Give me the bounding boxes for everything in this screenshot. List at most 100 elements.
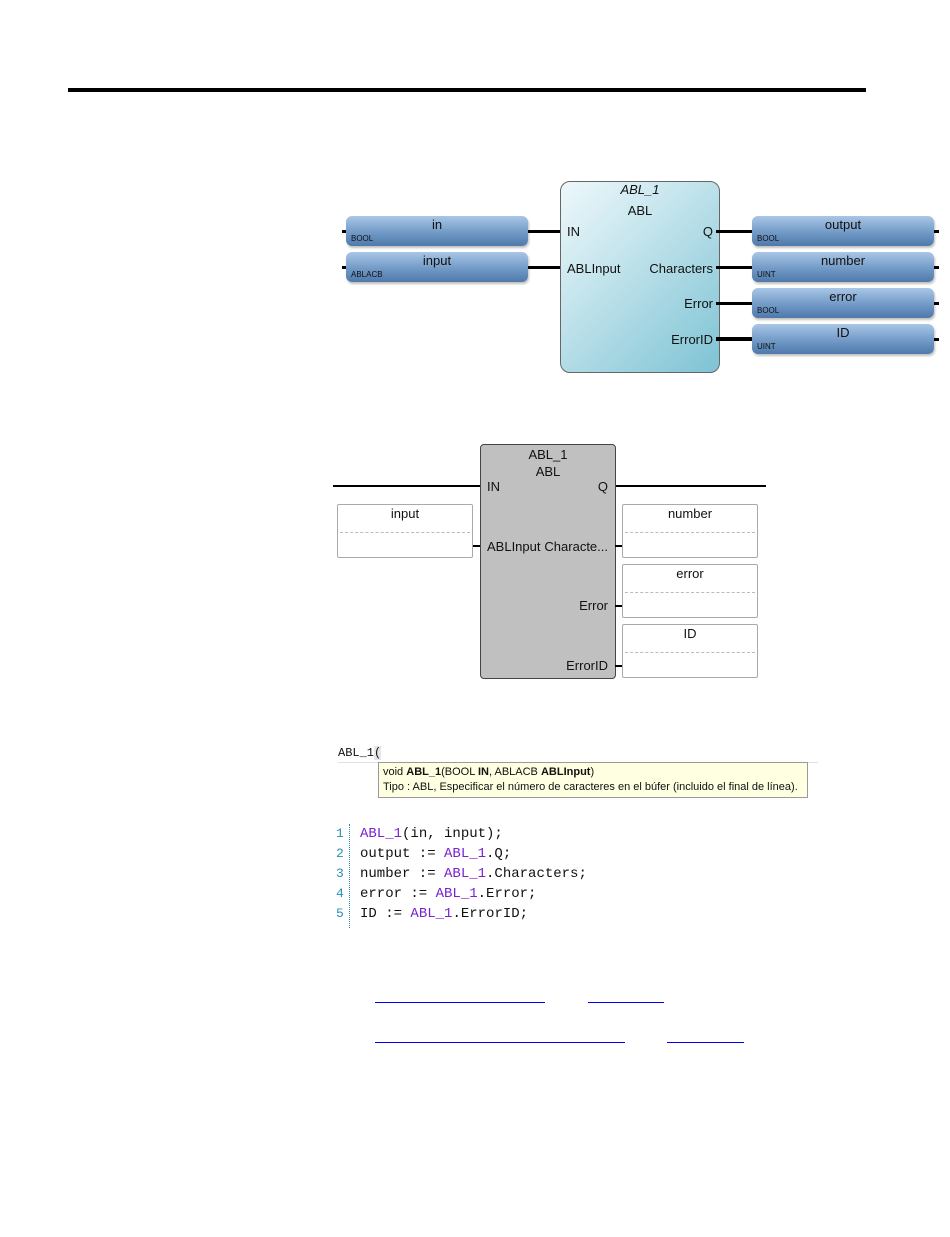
ld-var-id[interactable]: ID — [622, 624, 758, 678]
fbd-var-input[interactable]: input ABLACB — [346, 252, 528, 282]
pin-error: Error — [684, 296, 713, 311]
divider — [340, 532, 470, 533]
wire — [716, 302, 752, 305]
pin-in: IN — [487, 479, 500, 494]
code-instance: ABL_1 — [444, 866, 487, 882]
sig-close: ) — [590, 766, 595, 778]
var-name: in — [431, 217, 443, 232]
link-underline[interactable] — [588, 1002, 664, 1003]
link-underline[interactable] — [375, 1002, 545, 1003]
wire — [615, 665, 623, 667]
var-name: input — [422, 253, 452, 268]
block-type-name: ABL — [627, 203, 653, 218]
code-text: output := — [360, 846, 445, 862]
var-name: number — [820, 253, 866, 268]
code-instance: ABL_1 — [410, 906, 453, 922]
wire-stub — [934, 338, 939, 341]
divider — [625, 652, 755, 653]
tooltip-description: Tipo : ABL, Especificar el número de car… — [383, 781, 798, 793]
pin-q: Q — [702, 224, 713, 239]
var-name: ID — [683, 626, 697, 641]
line-number: 5 — [336, 906, 344, 921]
line-number: 3 — [336, 866, 344, 881]
wire — [716, 337, 752, 341]
rung-wire — [333, 485, 480, 487]
wire — [716, 266, 752, 269]
block-type-name: ABL — [535, 464, 561, 479]
wire-stub — [934, 230, 939, 233]
line-number: 1 — [336, 826, 344, 841]
code-text: .Q; — [486, 846, 512, 862]
code-text: error := — [360, 886, 436, 902]
sig-void: void — [383, 766, 407, 778]
code-line[interactable]: 1 ABL_1(in, input); — [336, 824, 587, 844]
code-text: number := — [360, 866, 445, 882]
wire — [473, 545, 481, 547]
block-instance-name: ABL_1 — [620, 182, 660, 197]
code-text: .Characters; — [486, 866, 587, 882]
sig-name: ABL_1 — [406, 766, 442, 778]
code-instance: ABL_1 — [435, 886, 478, 902]
top-rule — [68, 88, 866, 92]
ld-var-number[interactable]: number — [622, 504, 758, 558]
ld-function-block[interactable]: ABL_1 ABL IN ABLInput Q Characte... Erro… — [480, 444, 616, 679]
link-underline[interactable] — [667, 1042, 744, 1043]
link-underline[interactable] — [375, 1042, 625, 1043]
wire — [528, 230, 566, 233]
code-text: ID := — [360, 906, 411, 922]
code-line[interactable]: 4 error := ABL_1.Error; — [336, 884, 587, 904]
tooltip-signature: void ABL_1(BOOL IN, ABLACB ABLInput) — [383, 765, 803, 780]
pin-characters: Characters — [649, 261, 713, 276]
code-text: (in, input); — [402, 826, 503, 842]
fbd-var-error[interactable]: error BOOL — [752, 288, 934, 318]
line-number: 4 — [336, 886, 344, 901]
sig-mid: , ABLACB — [488, 766, 541, 778]
wire — [716, 230, 752, 233]
st-edit-line[interactable]: ABL_1( — [338, 744, 818, 763]
pin-q: Q — [597, 479, 608, 494]
edit-paren: ( — [374, 746, 382, 760]
code-line[interactable]: 3 number := ABL_1.Characters; — [336, 864, 587, 884]
var-name: error — [829, 289, 857, 304]
sig-open: (BOOL — [441, 766, 478, 778]
rung-wire — [616, 485, 766, 487]
edit-text: ABL_1 — [338, 746, 375, 760]
fbd-var-number[interactable]: number UINT — [752, 252, 934, 282]
var-name: input — [390, 506, 420, 521]
wire — [528, 266, 566, 269]
code-text: .Error; — [477, 886, 537, 902]
pin-in: IN — [567, 224, 580, 239]
var-type: ABLACB — [351, 270, 383, 279]
var-name: output — [824, 217, 862, 232]
var-name: ID — [836, 325, 850, 340]
var-name: number — [667, 506, 713, 521]
divider — [625, 532, 755, 533]
wire-stub — [342, 266, 347, 269]
pin-ablinput: ABLInput — [567, 261, 621, 276]
wire — [615, 605, 623, 607]
fbd-var-output[interactable]: output BOOL — [752, 216, 934, 246]
wire-stub — [934, 302, 939, 305]
fbd-function-block[interactable]: ABL_1 ABL IN ABLInput Q Characters Error… — [560, 181, 720, 373]
pin-errorid: ErrorID — [566, 658, 608, 673]
ld-var-error[interactable]: error — [622, 564, 758, 618]
fbd-var-in[interactable]: in BOOL — [346, 216, 528, 246]
ld-var-input[interactable]: input — [337, 504, 473, 558]
var-type: UINT — [757, 342, 776, 351]
fbd-var-id[interactable]: ID UINT — [752, 324, 934, 354]
sig-ablinput: ABLInput — [540, 766, 591, 778]
pin-errorid: ErrorID — [671, 332, 713, 347]
wire-stub — [342, 230, 347, 233]
wire — [615, 545, 623, 547]
wire-stub — [934, 266, 939, 269]
block-instance-name: ABL_1 — [528, 447, 568, 462]
divider — [625, 592, 755, 593]
code-instance: ABL_1 — [360, 826, 403, 842]
line-number: 2 — [336, 846, 344, 861]
var-type: BOOL — [757, 234, 780, 243]
var-name: error — [676, 566, 704, 581]
var-type: BOOL — [757, 306, 780, 315]
